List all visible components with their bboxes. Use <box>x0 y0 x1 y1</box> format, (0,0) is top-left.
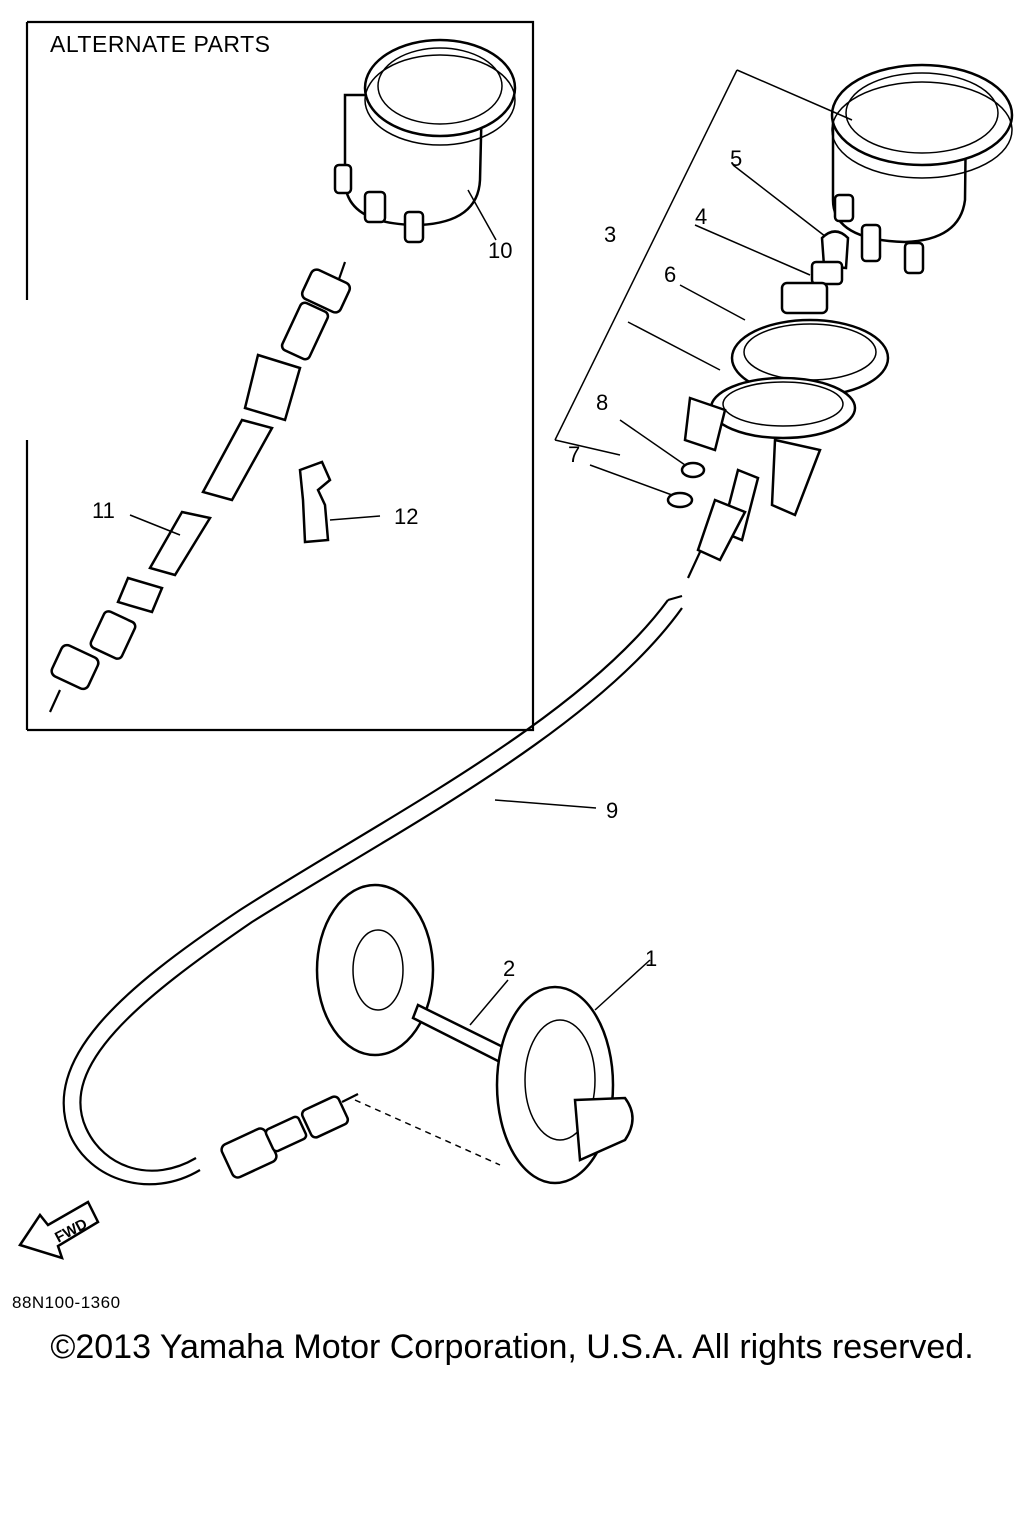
callout-1: 1 <box>645 946 657 971</box>
callout-2: 2 <box>503 956 515 981</box>
assembly-leader-lines <box>554 69 853 496</box>
callout-9: 9 <box>606 798 618 823</box>
callout-8: 8 <box>596 390 608 415</box>
speedometer-drawing <box>830 63 1014 275</box>
callout-3: 3 <box>604 222 616 247</box>
parts-diagram: ALTERNATE PARTS 10 11 12 <box>18 20 1014 1260</box>
alternate-parts-box: ALTERNATE PARTS <box>25 20 535 732</box>
callout-7: 7 <box>568 442 580 467</box>
bulb-socket-drawing <box>780 230 850 315</box>
grommet-drawing <box>666 461 706 509</box>
callout-11: 11 <box>92 498 115 523</box>
gear-unit-drawing <box>495 959 651 1185</box>
callout-12: 12 <box>394 504 418 529</box>
cable-upper-end-drawing <box>687 468 760 579</box>
rotor-disc-drawing <box>315 883 501 1166</box>
speedometer-cable-drawing <box>62 594 683 1186</box>
diagram-reference-code: 88N100-1360 <box>12 1293 121 1312</box>
callout-6: 6 <box>664 262 676 287</box>
alternate-parts-title: ALTERNATE PARTS <box>50 31 271 57</box>
callout-10: 10 <box>488 238 512 263</box>
copyright-notice: ©2013 Yamaha Motor Corporation, U.S.A. A… <box>50 1328 974 1366</box>
callout-4: 4 <box>695 204 707 229</box>
bracket-drawing <box>298 460 381 544</box>
speedometer-alt-drawing <box>333 38 517 244</box>
fwd-arrow-icon: FWD <box>18 1200 100 1260</box>
callout-5: 5 <box>730 146 742 171</box>
meter-housing-drawing <box>683 318 890 517</box>
cable-alt-drawing <box>48 261 352 713</box>
